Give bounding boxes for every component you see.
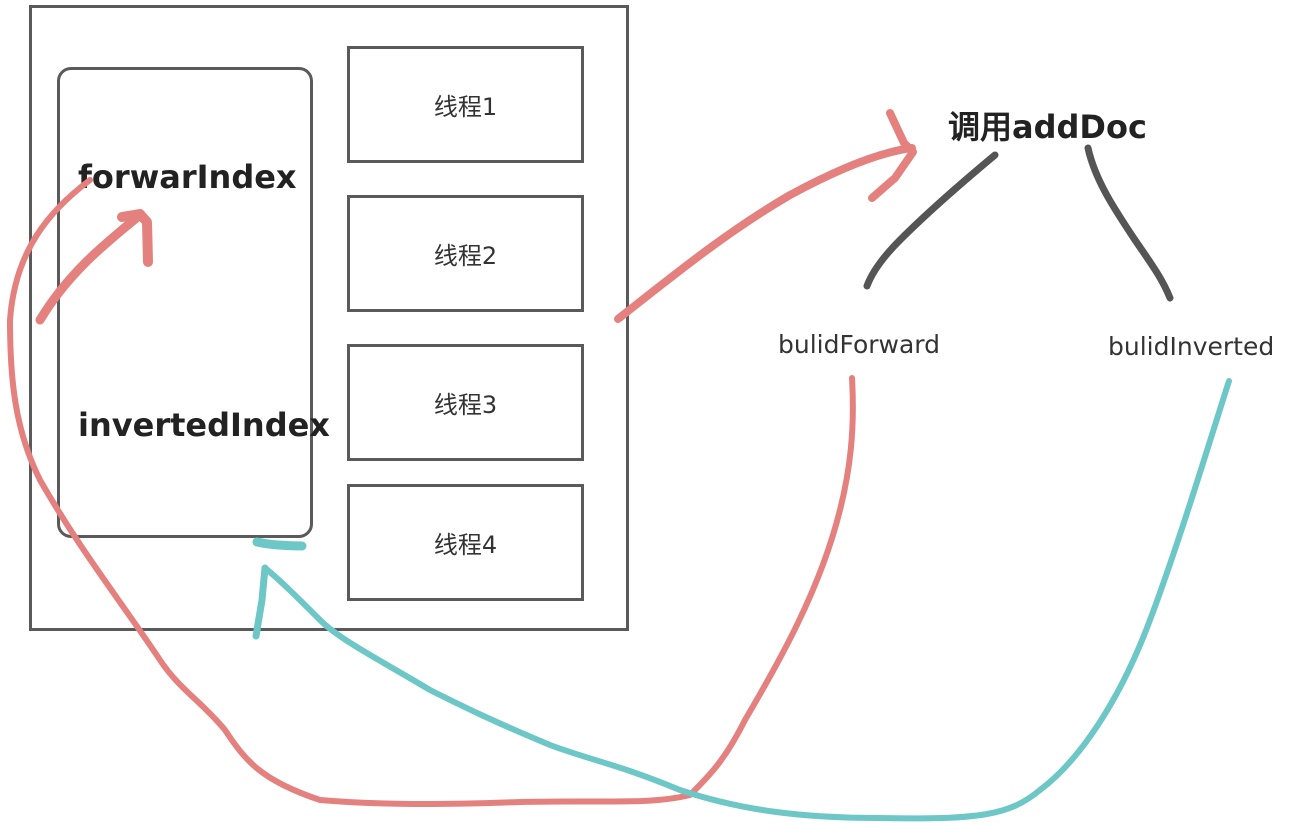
thread-label: 线程3 (433, 391, 498, 419)
build-inverted-label: bulidInverted (1108, 332, 1275, 361)
build-forward-label: bulidForward (778, 330, 941, 359)
forward-arrow-head (117, 209, 153, 267)
thread-box-3: 线程3 (347, 344, 584, 461)
thread-box-4: 线程4 (347, 484, 584, 601)
call-arrow-line (614, 144, 916, 323)
thread-box-1: 线程1 (347, 46, 584, 163)
tree-line-right (1084, 144, 1174, 302)
forward-arrow-line (7, 177, 856, 808)
inverted-arrow-tip (252, 564, 269, 640)
inverted-arrow-line (262, 378, 1232, 822)
thread-box-2: 线程2 (347, 195, 584, 312)
thread-label: 线程1 (433, 93, 498, 121)
inverted-index-label: invertedIndex (78, 406, 330, 444)
forward-arrow-tail (35, 210, 145, 325)
inverted-arrow-mark (252, 537, 307, 551)
tree-line-left (863, 151, 999, 290)
root-call-label: 调用addDoc (948, 108, 1147, 146)
thread-label: 线程4 (433, 531, 498, 559)
forward-index-label: forwarIndex (78, 158, 297, 196)
call-arrow-head (868, 109, 917, 202)
index-panel (57, 67, 313, 538)
thread-label: 线程2 (433, 242, 498, 270)
